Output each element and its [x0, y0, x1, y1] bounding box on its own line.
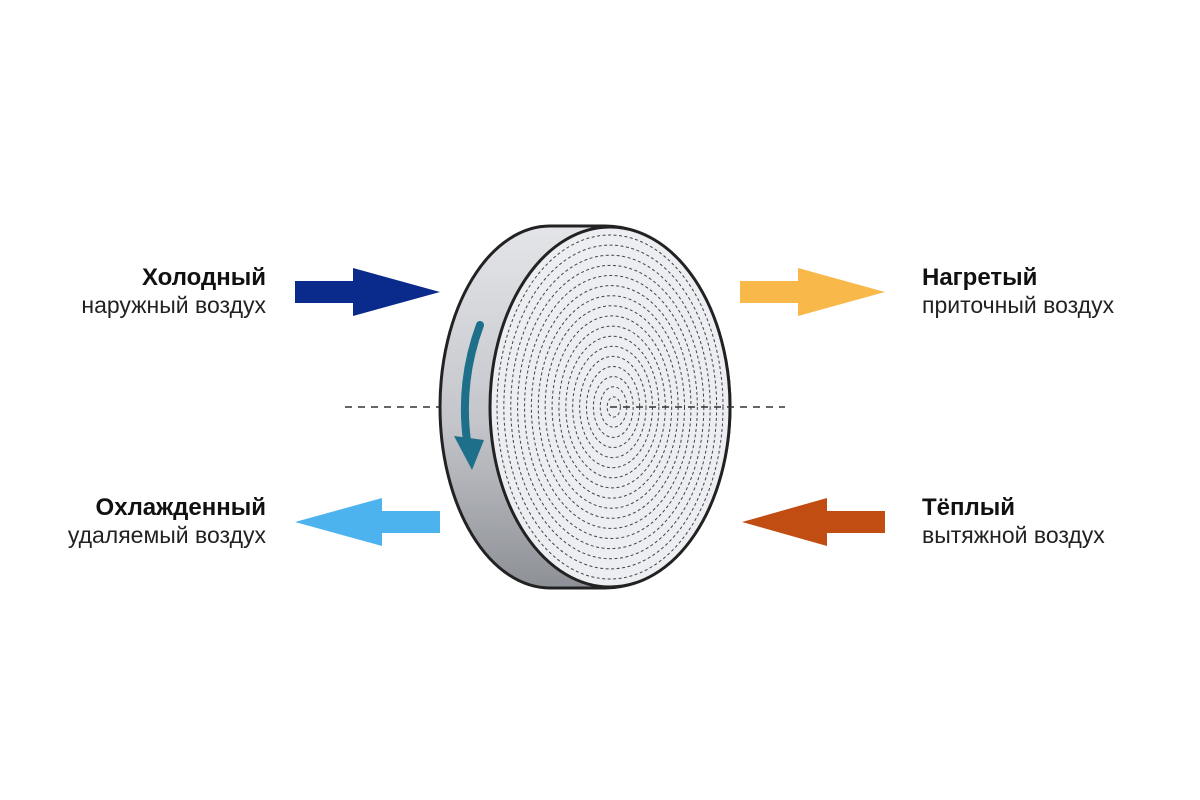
- honeycomb-ring: [524, 275, 698, 539]
- cooled-exhaust-air-title: Охлажденный: [95, 494, 266, 521]
- cold-outdoor-air-subtitle: наружный воздух: [81, 292, 266, 319]
- cooled-exhaust-air-subtitle: удаляемый воздух: [67, 522, 266, 549]
- warm-extract-air-subtitle: вытяжной воздух: [922, 522, 1105, 549]
- honeycomb-ring: [579, 355, 647, 459]
- warm-extract-air-arrow: [742, 498, 885, 546]
- honeycomb-ring: [510, 254, 711, 560]
- heated-supply-air-title: Нагретый: [922, 264, 1038, 291]
- rotation-arrow: [454, 321, 484, 470]
- honeycomb-ring: [606, 396, 621, 418]
- heated-supply-air-subtitle: приточный воздух: [922, 292, 1115, 319]
- cooled-exhaust-air-arrow: [295, 498, 440, 546]
- honeycomb-ring: [592, 376, 634, 438]
- cold-outdoor-air-arrow: [295, 268, 440, 316]
- honeycomb-ring: [565, 335, 660, 479]
- heated-supply-air-arrow: [740, 268, 885, 316]
- cooled-exhaust-air-label: Охлажденный удаляемый воздух: [68, 494, 266, 549]
- honeycomb-ring: [537, 295, 686, 519]
- heated-supply-air-label: Нагретый приточный воздух: [922, 264, 1114, 319]
- warm-extract-air-title: Тёплый: [922, 494, 1015, 521]
- cold-outdoor-air-label: Холодный наружный воздух: [81, 264, 266, 319]
- warm-extract-air-label: Тёплый вытяжной воздух: [922, 494, 1105, 549]
- honeycomb-ring: [551, 315, 673, 499]
- honeycomb-ring: [496, 234, 724, 580]
- cold-outdoor-air-title: Холодный: [141, 264, 266, 291]
